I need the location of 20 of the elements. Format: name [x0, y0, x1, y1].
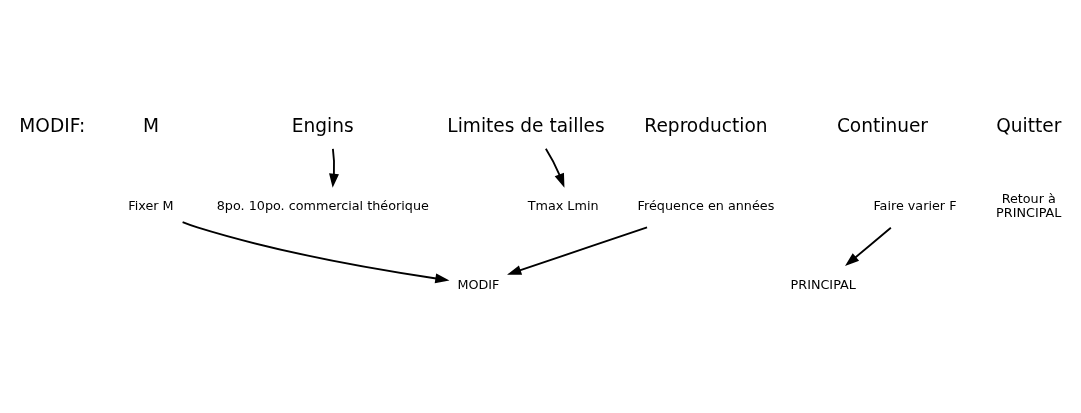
node-text: Fréquence en années	[637, 197, 775, 213]
node-text: Engins	[291, 114, 354, 136]
arrow	[181, 221, 450, 284]
node-text: Limites de tailles	[447, 114, 605, 136]
arrow	[507, 226, 648, 275]
label: M	[142, 114, 159, 136]
label: Quitter	[996, 114, 1062, 136]
node-text: PRINCIPAL	[790, 276, 856, 292]
node-text: Tmax Lmin	[527, 197, 599, 213]
label: Retour à PRINCIPAL	[996, 190, 1062, 220]
node-text: MODIF	[457, 276, 500, 292]
node-text: 8po. 10po. commercial théorique	[216, 197, 429, 213]
arrow	[544, 147, 565, 188]
arrow	[845, 226, 892, 267]
label: MODIF:	[19, 114, 86, 136]
label: Continuer	[836, 114, 928, 136]
node-text: Faire varier F	[873, 197, 957, 213]
node-text: Fixer M	[128, 197, 174, 213]
label: Reproduction	[644, 114, 768, 136]
arrow	[329, 147, 339, 188]
